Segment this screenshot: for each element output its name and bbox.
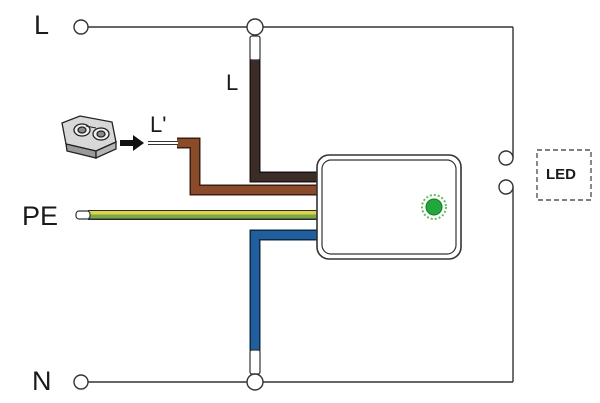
neutral-wire	[249, 229, 322, 375]
line-terminal	[73, 19, 89, 35]
neutral-terminal	[73, 374, 89, 390]
load-terminal-bottom	[498, 179, 514, 195]
control-module	[316, 154, 462, 260]
top-junction	[246, 18, 264, 36]
led-load-box	[536, 149, 592, 201]
neutral-terminal-label: N	[32, 366, 52, 396]
bottom-junction	[246, 373, 264, 391]
arrow-right-icon	[120, 135, 144, 151]
led-load-label: LED	[546, 166, 576, 183]
switched-line-wire	[148, 137, 322, 196]
line-wire	[249, 35, 322, 183]
switched-line-label: L'	[150, 112, 167, 137]
connector-block-icon	[61, 115, 117, 160]
earth-wire	[75, 210, 322, 220]
line-terminal-label: L	[34, 10, 50, 40]
status-led-icon	[421, 194, 447, 220]
earth-terminal-label: PE	[22, 201, 59, 231]
line-wire-label: L	[226, 70, 239, 95]
load-terminal-top	[498, 150, 514, 166]
